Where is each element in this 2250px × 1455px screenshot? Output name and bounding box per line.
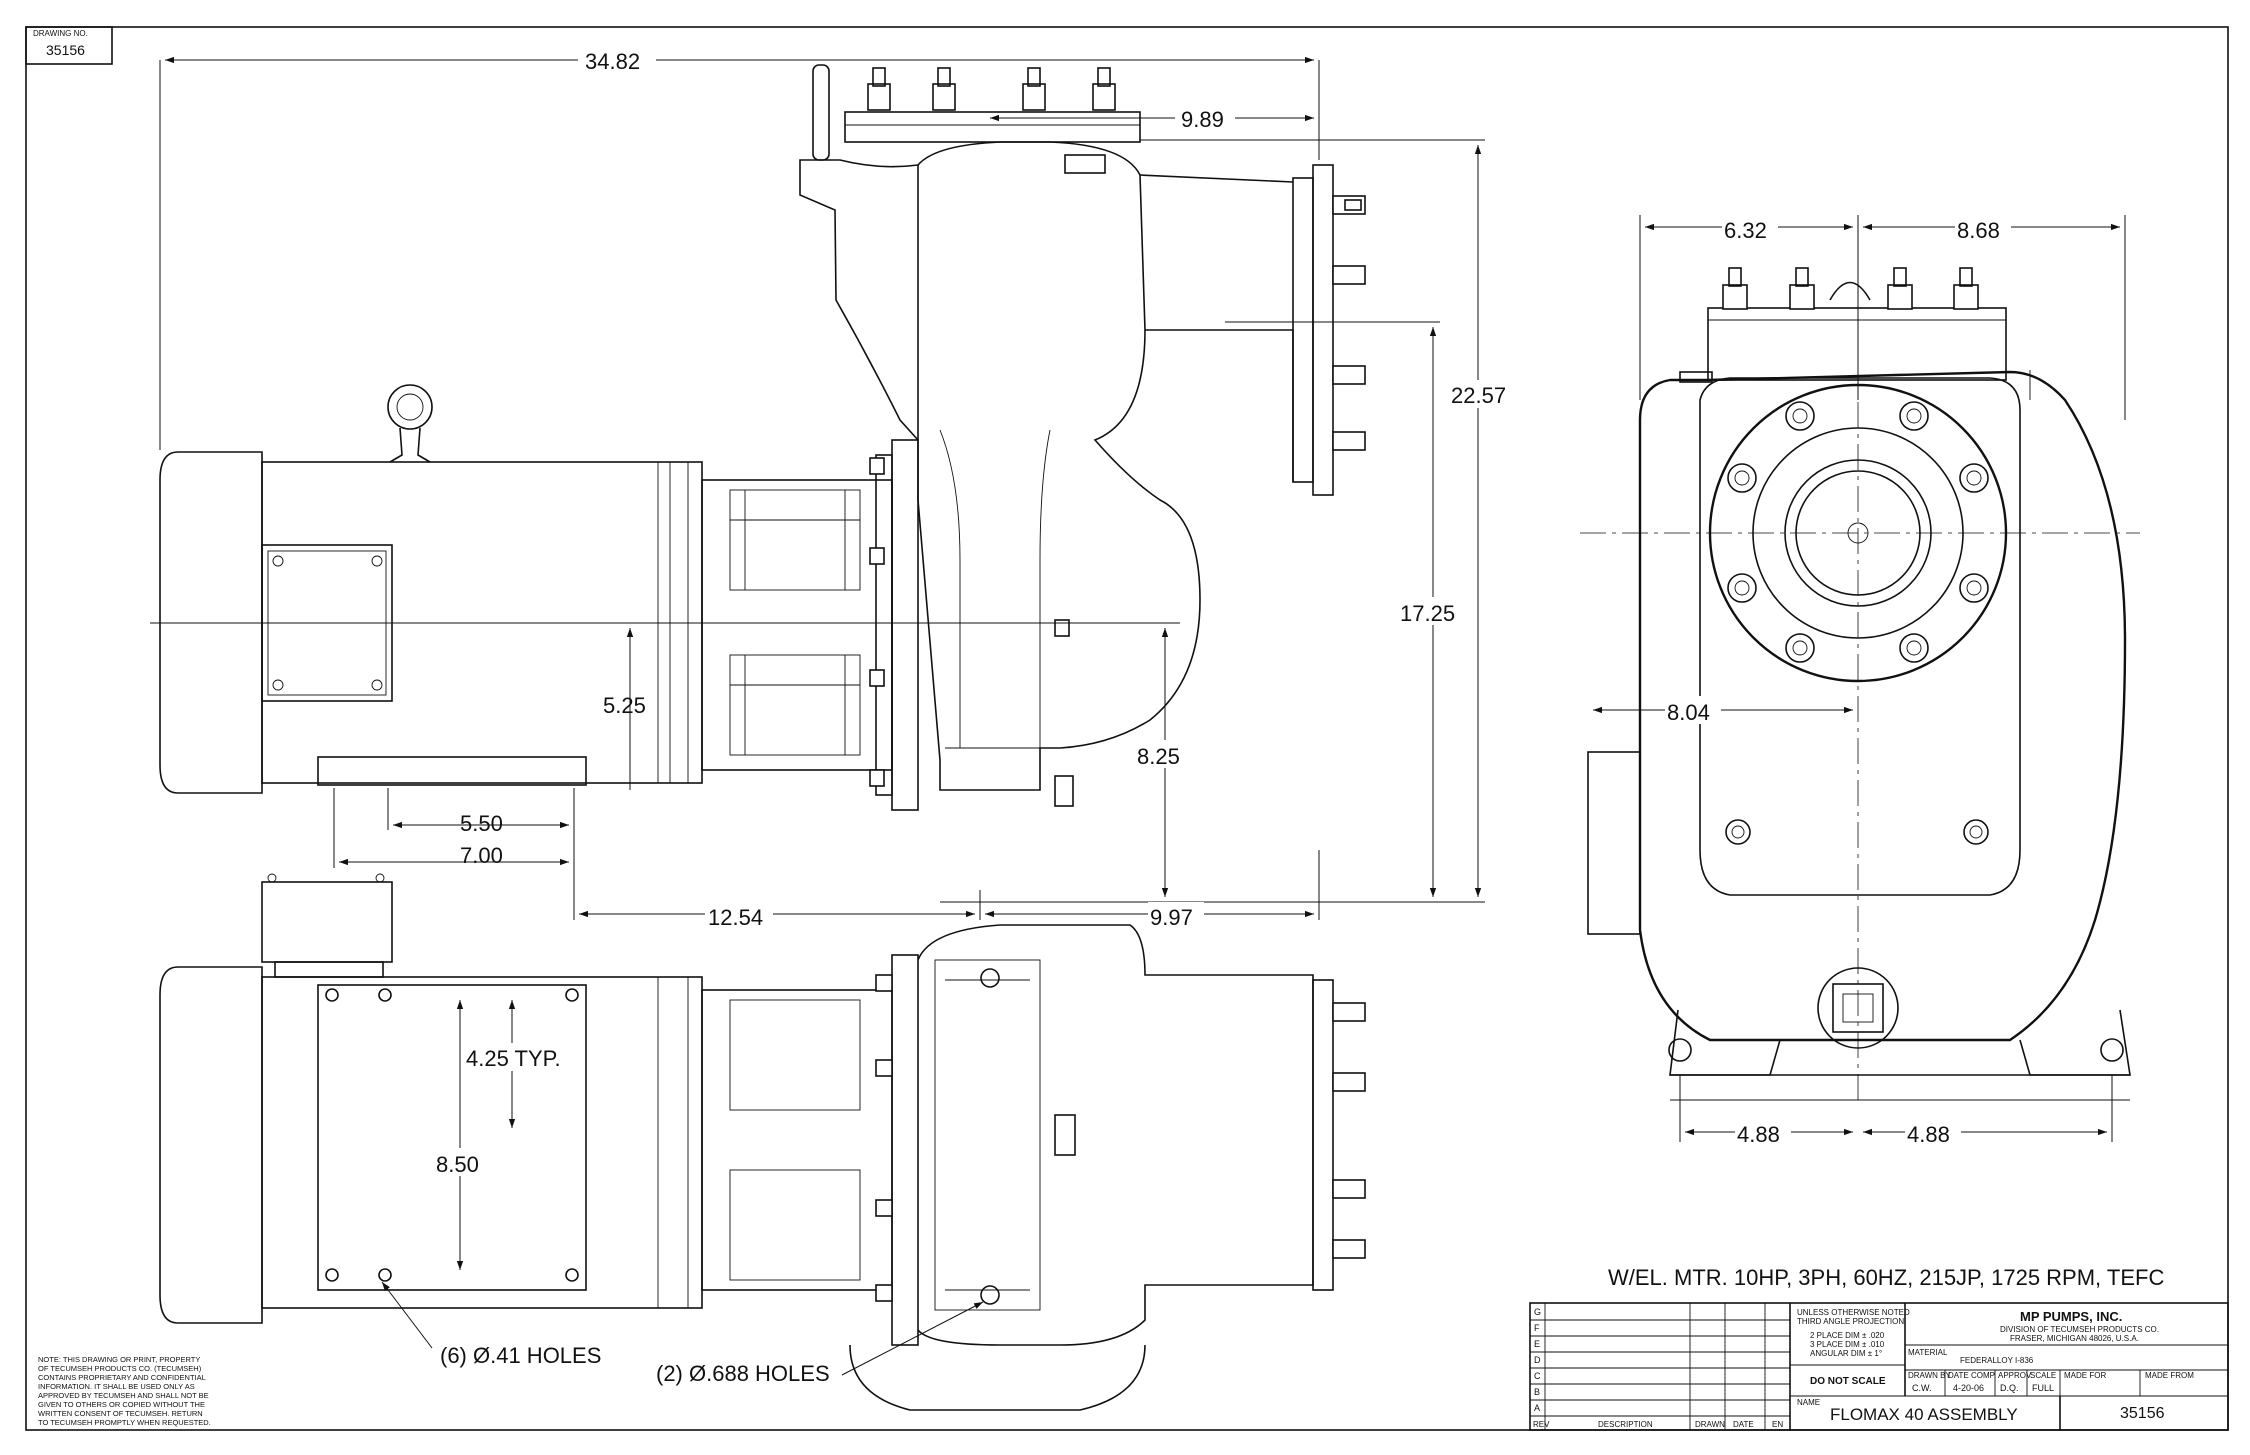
scale-value: FULL (2032, 1383, 2054, 1393)
note-line: OF TECUMSEH PRODUCTS CO. (TECUMSEH) (38, 1364, 202, 1373)
rev-letter: B (1534, 1387, 1540, 1397)
rev-letter: C (1534, 1371, 1541, 1381)
front-view (1587, 267, 2131, 1101)
rev-letter: F (1534, 1323, 1540, 1333)
motor-spec: W/EL. MTR. 10HP, 3PH, 60HZ, 215JP, 1725 … (1608, 1265, 2164, 1290)
dim-22-57: 22.57 (1451, 383, 1506, 408)
company-division: DIVISION OF TECUMSEH PRODUCTS CO. (2000, 1325, 2159, 1334)
description-header: DESCRIPTION (1598, 1420, 1653, 1429)
dim-5-50: 5.50 (460, 811, 503, 836)
cover-studs (867, 67, 1116, 111)
motor-base-holes (325, 988, 579, 1282)
proprietary-note: NOTE: THIS DRAWING OR PRINT, PROPERTY OF… (38, 1355, 211, 1427)
sheet-border (25, 26, 2229, 1431)
note-line: GIVEN TO OTHERS OR COPIED WITHOUT THE (38, 1400, 205, 1409)
dim-8-50: 8.50 (436, 1152, 479, 1177)
rev-letter: D (1534, 1355, 1541, 1365)
note-line: INFORMATION. IT SHALL BE USED ONLY AS (38, 1382, 195, 1391)
title-block: G F E D C B A REV DESCRIPTION DRAWN DATE… (1529, 1302, 2229, 1431)
dim-4-25-typ: 4.25 TYP. (466, 1046, 561, 1071)
dimension-lines (150, 56, 2140, 1376)
side-view (159, 64, 1366, 811)
dim-12-54: 12.54 (708, 905, 763, 930)
material-label: MATERIAL (1908, 1348, 1948, 1357)
do-not-scale: DO NOT SCALE (1810, 1376, 1886, 1387)
dim-17-25: 17.25 (1400, 601, 1455, 626)
dim-6-32: 6.32 (1724, 218, 1767, 243)
tolerance-2-place: 2 PLACE DIM ± .020 (1810, 1331, 1885, 1340)
scale-label: SCALE (2030, 1371, 2056, 1380)
svg-text:DRAWING NO.: DRAWING NO. (33, 29, 88, 38)
note-line: CONTAINS PROPRIETARY AND CONFIDENTIAL (38, 1373, 206, 1382)
tolerance-angular: ANGULAR DIM ± 1° (1810, 1349, 1882, 1358)
made-for-label: MADE FOR (2064, 1371, 2106, 1380)
drawn-by-value: C.W. (1912, 1383, 1932, 1393)
name-label: NAME (1797, 1398, 1820, 1407)
date-header: DATE (1733, 1420, 1754, 1429)
flange-bolts (869, 457, 885, 787)
date-comp-label: DATE COMP. (1948, 1371, 1996, 1380)
dim-7-00: 7.00 (460, 843, 503, 868)
rev-letter: G (1534, 1307, 1541, 1317)
note-line: NOTE: THIS DRAWING OR PRINT, PROPERTY (38, 1355, 200, 1364)
drawn-by-label: DRAWN BY (1908, 1371, 1951, 1380)
lifting-eye-icon (387, 384, 433, 463)
drawn-header: DRAWN (1695, 1420, 1725, 1429)
callout-0688-holes: (2) Ø.688 HOLES (656, 1361, 830, 1386)
dim-9-89: 9.89 (1181, 107, 1224, 132)
tolerance-title-2: THIRD ANGLE PROJECTION (1797, 1317, 1904, 1326)
drawing-name: FLOMAX 40 ASSEMBLY (1830, 1405, 2018, 1424)
front-cover-studs (1722, 267, 1979, 310)
date-comp-value: 4-20-06 (1953, 1383, 1984, 1393)
top-view-bolts (875, 974, 1366, 1302)
tolerance-3-place: 3 PLACE DIM ± .010 (1810, 1340, 1885, 1349)
dim-4-88-left: 4.88 (1737, 1122, 1780, 1147)
dimension-labels: 34.82 9.89 22.57 17.25 5.25 8.25 5.50 7.… (432, 46, 2011, 1386)
tolerance-title-1: UNLESS OTHERWISE NOTED (1797, 1308, 1910, 1317)
company-name: MP PUMPS, INC. (2020, 1309, 2122, 1324)
callout-041-holes: (6) Ø.41 HOLES (440, 1343, 601, 1368)
dim-5-25: 5.25 (603, 693, 646, 718)
dim-8-04: 8.04 (1667, 700, 1710, 725)
rev-letter: E (1534, 1339, 1540, 1349)
bolt-circle (1727, 401, 1989, 663)
en-header: EN (1772, 1420, 1783, 1429)
approv-label: APPROV. (1998, 1371, 2033, 1380)
discharge-bolts (1332, 195, 1366, 451)
material-value: FEDERALLOY I-836 (1960, 1356, 2034, 1365)
dim-9-97: 9.97 (1150, 905, 1193, 930)
drawing-number: 35156 (2120, 1405, 2165, 1422)
dim-8-25: 8.25 (1137, 744, 1180, 769)
company-address: FRASER, MICHIGAN 48026, U.S.A. (2010, 1334, 2139, 1343)
made-from-label: MADE FROM (2145, 1371, 2194, 1380)
top-view (159, 873, 1366, 1411)
note-line: APPROVED BY TECUMSEH AND SHALL NOT BE (38, 1391, 209, 1400)
note-line: TO TECUMSEH PROMPTLY WHEN REQUESTED. (38, 1418, 211, 1427)
drawing-number-box: DRAWING NO. 35156 (25, 26, 113, 65)
rev-letter: A (1534, 1403, 1540, 1413)
dim-overall-length: 34.82 (585, 49, 640, 74)
approv-value: D.Q. (2000, 1383, 2019, 1393)
note-line: WRITTEN CONSENT OF TECUMSEH. RETURN (38, 1409, 203, 1418)
rev-header: REV (1533, 1420, 1550, 1429)
dim-4-88-right: 4.88 (1907, 1122, 1950, 1147)
dim-8-68: 8.68 (1957, 218, 2000, 243)
svg-text:35156: 35156 (46, 42, 85, 58)
